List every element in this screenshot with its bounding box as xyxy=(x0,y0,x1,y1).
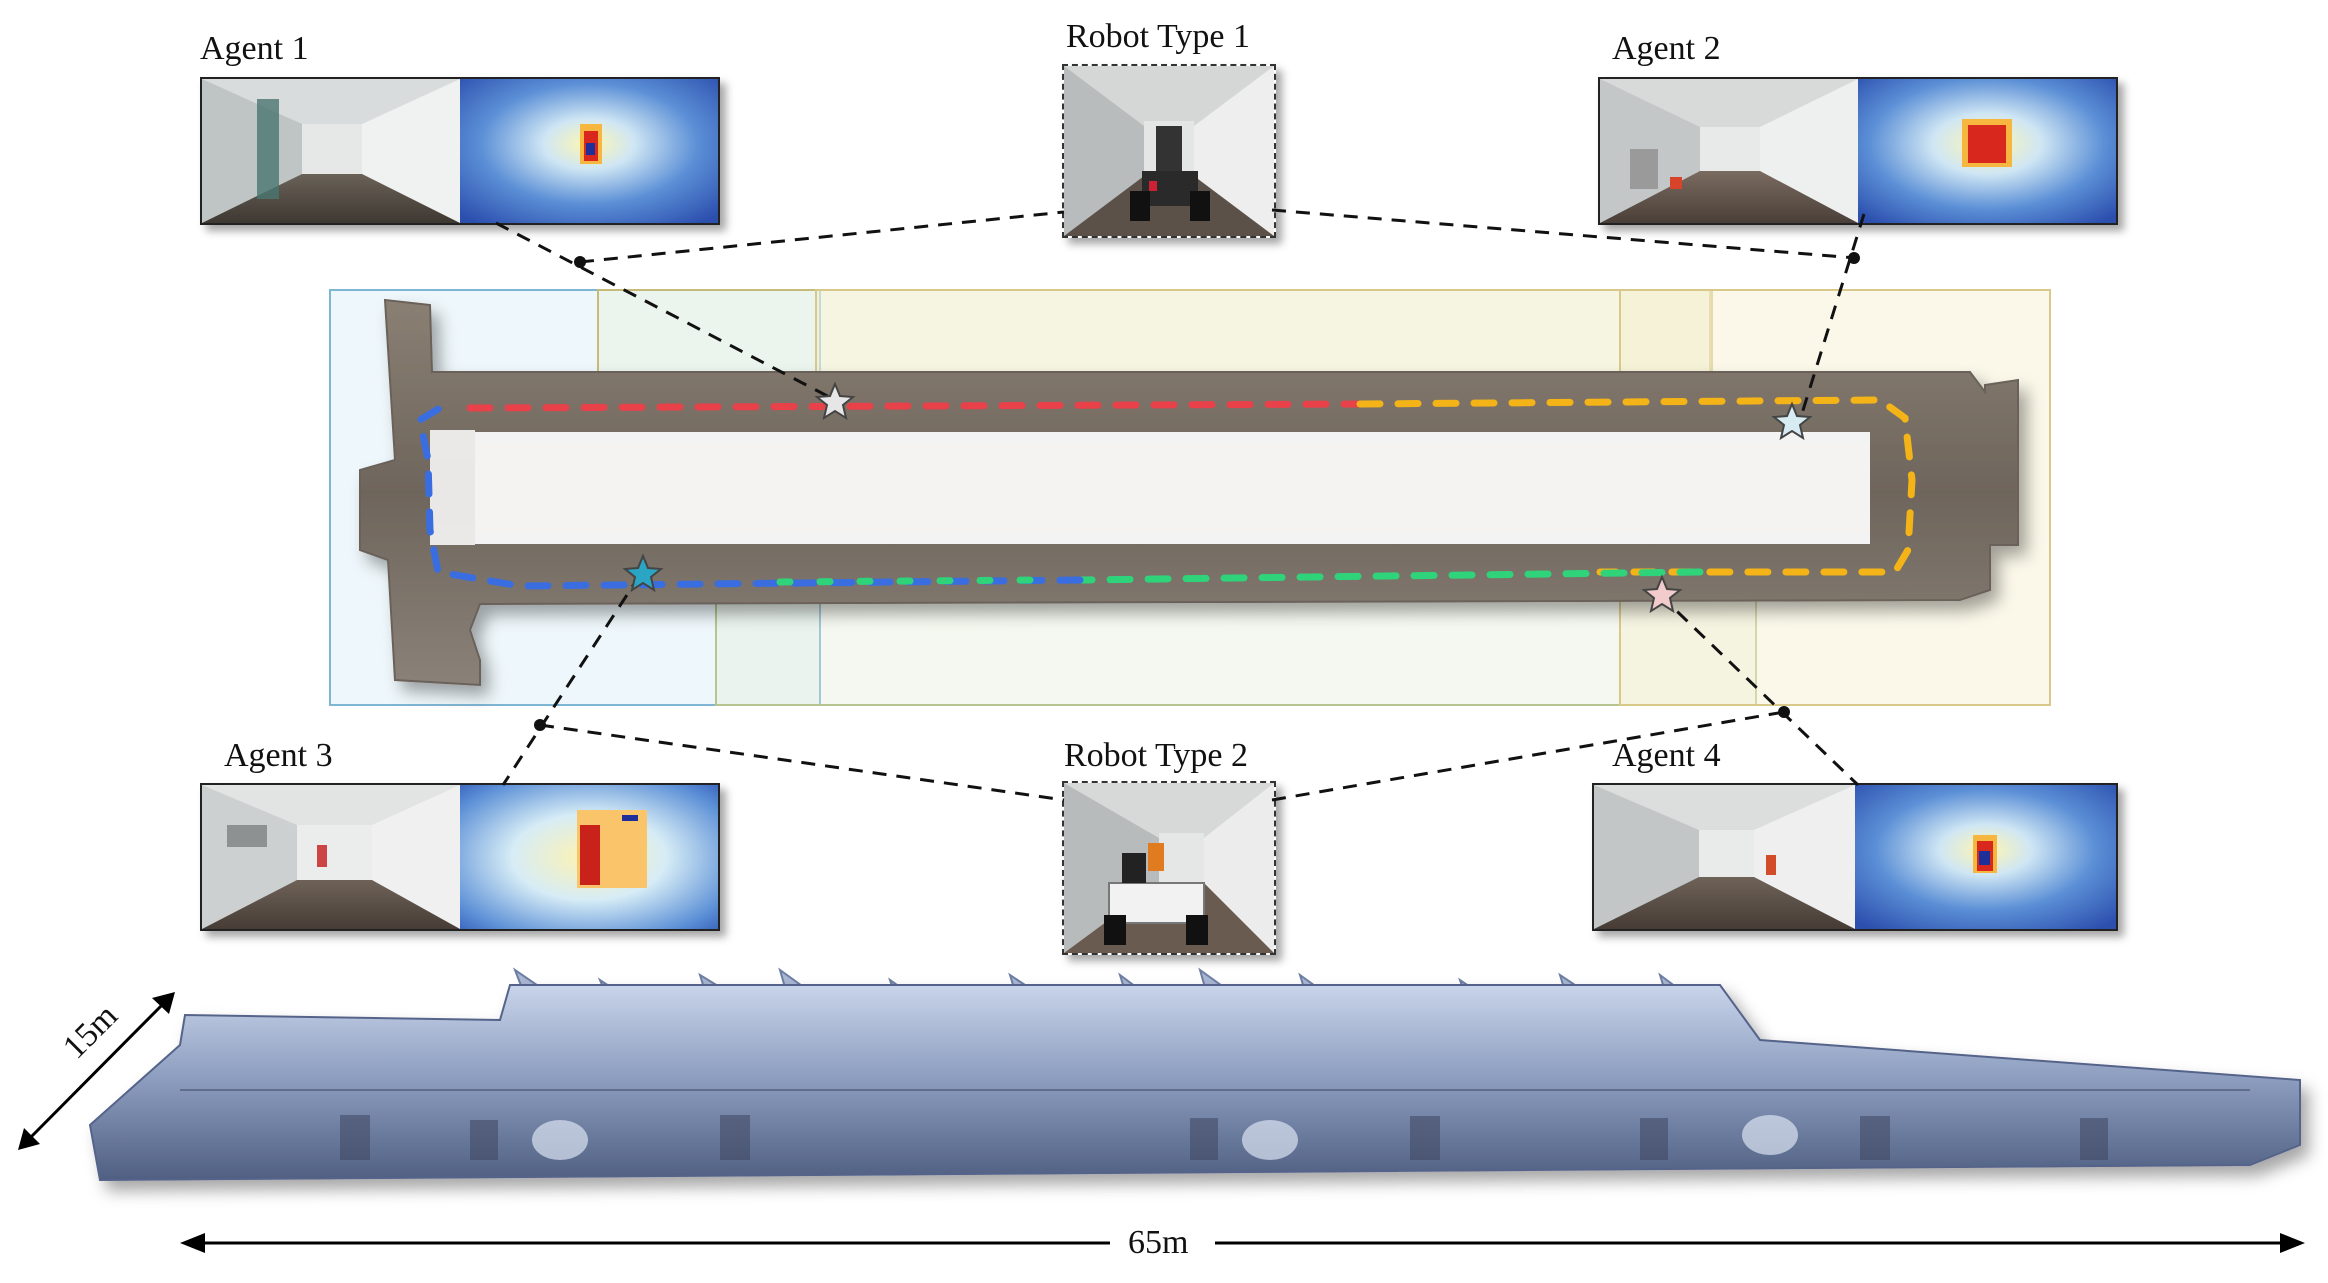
depth-arrow xyxy=(26,1000,167,1142)
agent-4-label: Agent 4 xyxy=(1612,737,1721,774)
agent-1-rgb-view xyxy=(202,79,460,223)
agent-2-depth-view xyxy=(1858,79,2116,223)
connector-robot-1-left xyxy=(579,210,1065,264)
trajectory-agent-3 xyxy=(416,401,1084,590)
connector-agent-2 xyxy=(1798,213,1866,421)
agent-2-label: Agent 2 xyxy=(1612,30,1721,67)
agent-2-panel xyxy=(1598,77,2118,225)
trajectory-agent-1 xyxy=(466,400,1364,412)
trajectory-agent-2 xyxy=(1356,396,1916,576)
star-marker-white xyxy=(814,381,856,421)
connector-robot-2-left xyxy=(539,723,1065,802)
agent-2-rgb-view xyxy=(1600,79,1858,223)
connectors xyxy=(495,208,1866,802)
robot-type-1-photo xyxy=(1062,64,1276,238)
connector-robot-2-right xyxy=(1271,710,1785,802)
star-marker-teal xyxy=(622,553,664,593)
agent-1-panel xyxy=(200,77,720,225)
dimension-arrows xyxy=(18,992,2305,1253)
agent-3-label: Agent 3 xyxy=(224,737,333,774)
trajectory xyxy=(416,396,1916,590)
agent-4-views xyxy=(1594,785,2116,929)
floor-plan xyxy=(359,298,2019,687)
agent-2-views xyxy=(1600,79,2116,223)
star-marker-pink xyxy=(1641,574,1683,614)
agent-3-views xyxy=(202,785,718,929)
agent-4-panel xyxy=(1592,783,2118,931)
agent-4-rgb-view xyxy=(1594,785,1855,929)
robot-type-2-photo xyxy=(1062,781,1276,955)
agent-1-depth-view xyxy=(460,79,718,223)
agent-3-rgb-view xyxy=(202,785,460,929)
connector-agent-4 xyxy=(1658,593,1860,787)
star-marker-lightblue xyxy=(1771,401,1813,441)
robot-type-2-label: Robot Type 2 xyxy=(1064,737,1248,774)
trajectory-overlap xyxy=(776,576,1044,586)
trajectory-agent-4 xyxy=(1076,568,1704,584)
point-cloud-model xyxy=(88,967,2301,1182)
connector-agent-3 xyxy=(501,574,642,786)
robot-type-1-label: Robot Type 1 xyxy=(1066,18,1250,55)
agent-1-views xyxy=(202,79,718,223)
length-dimension-label: 65m xyxy=(1128,1224,1189,1261)
connector-agent-1 xyxy=(495,221,836,402)
connector-robot-1-right xyxy=(1271,208,1857,260)
agent-3-panel xyxy=(200,783,720,931)
robot-type-2-image xyxy=(1064,783,1274,953)
agent-4-depth-view xyxy=(1855,785,2116,929)
robot-type-1-image xyxy=(1064,66,1274,236)
connector-dots xyxy=(534,252,1860,731)
agent-3-depth-view xyxy=(460,785,718,929)
agent-1-label: Agent 1 xyxy=(200,30,309,67)
